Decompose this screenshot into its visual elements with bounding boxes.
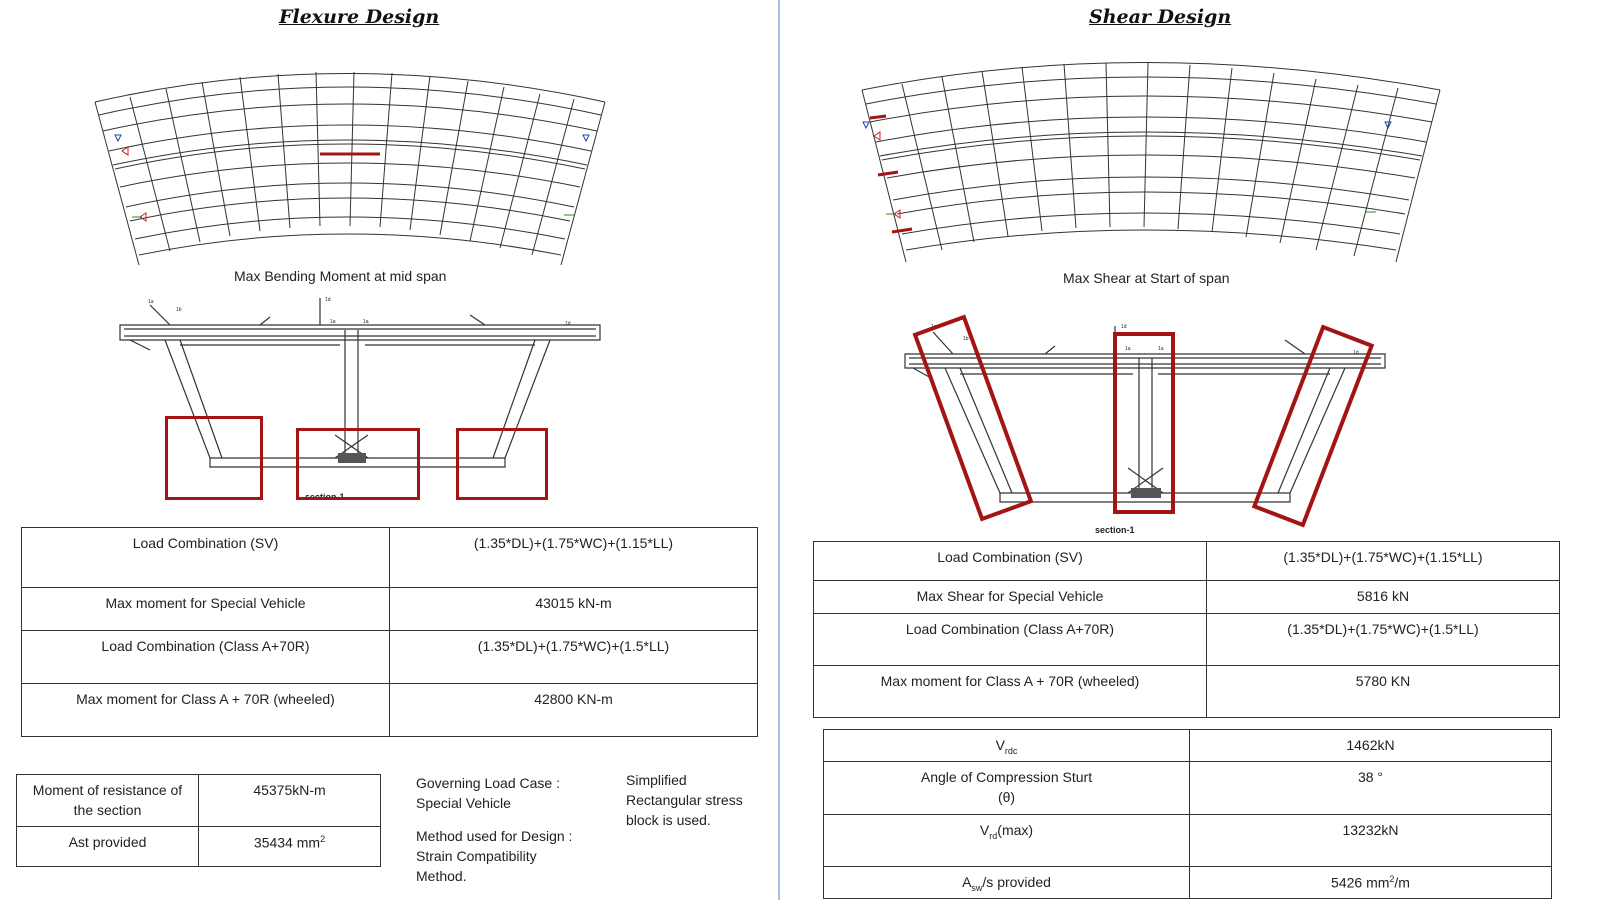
table-cell-value: 5780 KN	[1206, 665, 1560, 718]
table-row: Load Combination (Class A+70R) (1.35*DL)…	[21, 630, 758, 684]
table-row: Moment of resistance of the section 4537…	[16, 774, 381, 827]
table-cell-value: 5816 kN	[1206, 580, 1560, 614]
svg-text:1b: 1b	[963, 336, 969, 342]
shear-plan-caption: Max Shear at Start of span	[1063, 270, 1230, 286]
shear-capacity-table: Vrdc 1462kN Angle of Compression Sturt(θ…	[823, 729, 1552, 899]
shear-title: Shear Design	[1089, 6, 1232, 28]
vrd-max-value: 13232kN	[1189, 814, 1552, 867]
svg-text:1b: 1b	[176, 307, 182, 313]
vrdc-label: Vrdc	[823, 729, 1190, 762]
moment-resistance-label: Moment of resistance of the section	[16, 774, 199, 827]
table-cell-value: (1.35*DL)+(1.75*WC)+(1.15*LL)	[1206, 541, 1560, 581]
table-row: Load Combination (SV) (1.35*DL)+(1.75*WC…	[21, 527, 758, 588]
flexure-highlight-right-web	[456, 428, 548, 500]
ast-provided-value: 35434 mm2	[198, 826, 381, 867]
shear-section-drawing: 1a 1d 1d 1b 1a 1a section-1	[904, 324, 1386, 535]
table-cell-value: 43015 kN-m	[389, 587, 758, 631]
table-row: Load Combination (Class A+70R) (1.35*DL)…	[813, 613, 1560, 666]
table-row: Max moment for Class A + 70R (wheeled) 4…	[21, 683, 758, 737]
table-cell-label: Max moment for Class A + 70R (wheeled)	[813, 665, 1207, 718]
table-cell-value: (1.35*DL)+(1.75*WC)+(1.15*LL)	[389, 527, 758, 588]
table-cell-label: Max moment for Special Vehicle	[21, 587, 390, 631]
flexure-title: Flexure Design	[279, 6, 440, 28]
table-cell-label: Max moment for Class A + 70R (wheeled)	[21, 683, 390, 737]
svg-text:1a: 1a	[1158, 346, 1164, 352]
design-method: Method used for Design : Strain Compatib…	[416, 828, 573, 884]
flexure-plan-drawing	[94, 71, 606, 266]
column-divider	[778, 0, 780, 900]
svg-text:1a: 1a	[1125, 346, 1131, 352]
shear-plan-drawing	[861, 62, 1441, 263]
table-row: Ast provided 35434 mm2	[16, 826, 381, 867]
ast-provided-label: Ast provided	[16, 826, 199, 867]
table-row: Vrdc 1462kN	[823, 729, 1552, 762]
vrdc-value: 1462kN	[1189, 729, 1552, 762]
table-cell-label: Load Combination (Class A+70R)	[21, 630, 390, 684]
svg-text:1a: 1a	[363, 319, 369, 325]
svg-text:1d: 1d	[1353, 350, 1359, 356]
shear-section-label: section-1	[1095, 525, 1135, 535]
flexure-load-table: Load Combination (SV) (1.35*DL)+(1.75*WC…	[21, 527, 758, 737]
shear-highlight-center-web	[1113, 332, 1175, 514]
table-row: Asw/s provided 5426 mm2/m	[823, 866, 1552, 899]
svg-text:1a: 1a	[931, 324, 937, 330]
moment-resistance-value: 45375kN-m	[198, 774, 381, 827]
table-row: Max moment for Special Vehicle 43015 kN-…	[21, 587, 758, 631]
svg-text:1a: 1a	[148, 299, 154, 305]
flexure-highlight-left-web	[165, 416, 263, 500]
svg-text:1d: 1d	[565, 321, 571, 327]
flexure-highlight-center-web	[296, 428, 420, 500]
table-cell-value: (1.35*DL)+(1.75*WC)+(1.5*LL)	[389, 630, 758, 684]
table-cell-label: Max Shear for Special Vehicle	[813, 580, 1207, 614]
svg-text:1a: 1a	[330, 319, 336, 325]
table-row: Max Shear for Special Vehicle 5816 kN	[813, 580, 1560, 614]
table-cell-label: Load Combination (Class A+70R)	[813, 613, 1207, 666]
table-cell-label: Load Combination (SV)	[813, 541, 1207, 581]
table-row: Max moment for Class A + 70R (wheeled) 5…	[813, 665, 1560, 718]
table-row: Load Combination (SV) (1.35*DL)+(1.75*WC…	[813, 541, 1560, 581]
asw-provided-label: Asw/s provided	[823, 866, 1190, 899]
governing-load-case: Governing Load Case : Special Vehicle	[416, 775, 560, 811]
svg-text:1d: 1d	[325, 297, 331, 303]
asw-provided-value: 5426 mm2/m	[1189, 866, 1552, 899]
flexure-plan-caption: Max Bending Moment at mid span	[234, 268, 447, 284]
table-cell-value: 42800 KN-m	[389, 683, 758, 737]
stress-block-note: Simplified Rectangular stress block is u…	[626, 772, 743, 828]
table-row: Vrd(max) 13232kN	[823, 814, 1552, 867]
vrd-max-label: Vrd(max)	[823, 814, 1190, 867]
table-cell-value: (1.35*DL)+(1.75*WC)+(1.5*LL)	[1206, 613, 1560, 666]
table-row: Angle of Compression Sturt(θ) 38 °	[823, 761, 1552, 815]
shear-load-table: Load Combination (SV) (1.35*DL)+(1.75*WC…	[813, 541, 1560, 718]
flexure-resistance-table: Moment of resistance of the section 4537…	[16, 774, 381, 867]
table-cell-label: Load Combination (SV)	[21, 527, 390, 588]
compression-strut-angle-label: Angle of Compression Sturt(θ)	[823, 761, 1190, 815]
compression-strut-angle-value: 38 °	[1189, 761, 1552, 815]
svg-text:1d: 1d	[1121, 324, 1127, 330]
